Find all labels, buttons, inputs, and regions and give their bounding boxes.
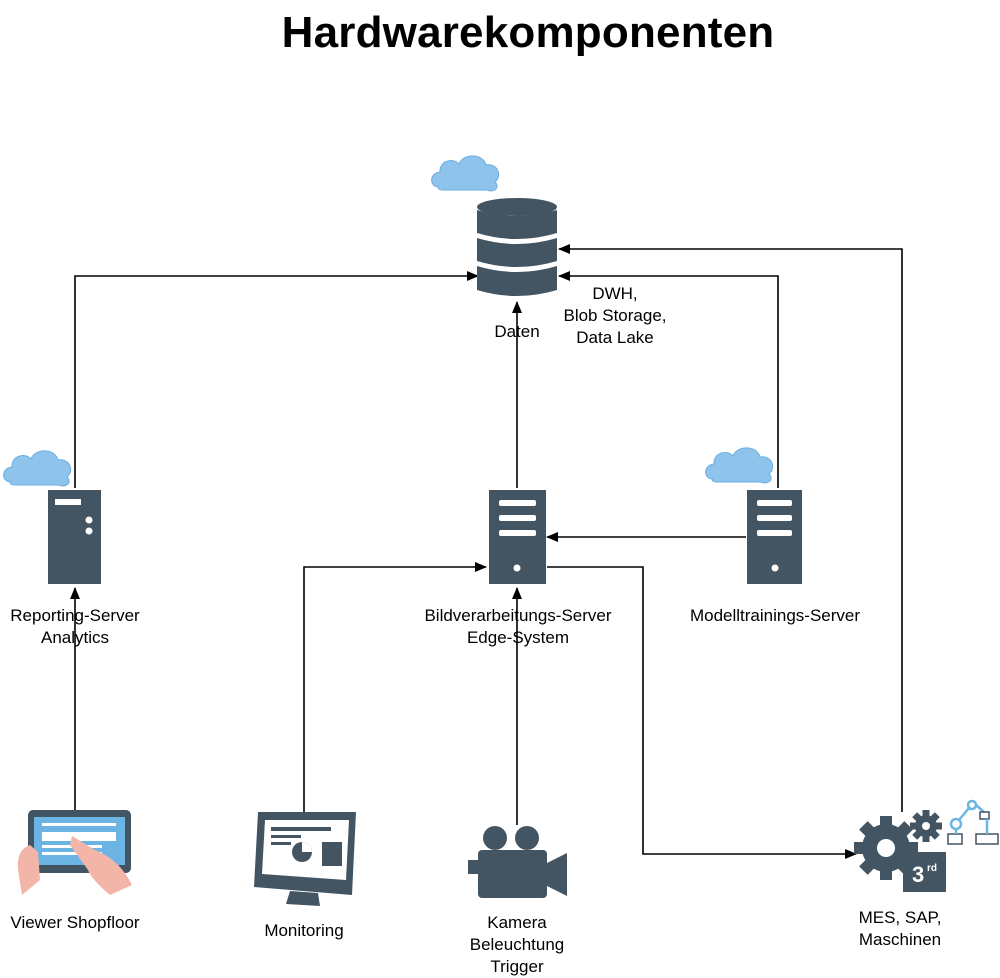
label-line-1: Bildverarbeitungs-Server [424,606,612,625]
badge-number: 3 [912,862,924,887]
label-line-2: Maschinen [858,930,942,949]
label-monitoring: Monitoring [244,920,364,942]
label-line-1: Modelltrainings-Server [689,606,861,625]
label-line-1: Monitoring [264,921,344,940]
label-viewer-shopfloor: Viewer Shopfloor [0,912,150,934]
note-line-3: Data Lake [576,328,654,347]
note-line-1: DWH, [592,284,638,303]
label-kamera: Kamera Beleuchtung Trigger [452,912,582,978]
label-line-2: Edge-System [466,628,570,647]
modelltraining-server-icon [705,447,802,584]
tablet-icon [17,810,132,895]
bildverarbeitung-server-icon [489,490,546,584]
label-line-1: Kamera [487,913,547,932]
third-party-badge: 3 rd [903,852,946,892]
label-line-3: Trigger [490,957,544,976]
robot-arm-icon [947,799,999,845]
label-line-1: Reporting-Server [10,606,140,625]
connectors [70,244,903,859]
label-line-1: Viewer Shopfloor [10,913,140,932]
edge-modelltraining-to-daten [558,271,779,488]
database-icon [431,155,557,296]
monitor-icon [254,812,356,906]
label-bildverarbeitung-server: Bildverarbeitungs-Server Edge-System [407,605,629,649]
note-line-2: Blob Storage, [563,306,667,325]
label-line-2: Analytics [40,628,110,647]
badge-superscript: rd [927,863,937,874]
edge-reporting-to-daten [74,271,479,488]
label-daten-note: DWH, Blob Storage, Data Lake [550,283,680,349]
label-line-2: Beleuchtung [469,935,565,954]
label-reporting-server: Reporting-Server Analytics [0,605,150,649]
label-modelltraining-server: Modelltrainings-Server [670,605,880,627]
label-mes-sap-maschinen: MES, SAP, Maschinen [840,907,960,951]
gears-icon [854,810,942,880]
camera-icon [468,826,567,898]
edge-monitoring-to-bildverarbeitung [303,562,487,812]
edge-bildverarbeitung-to-mes [547,566,857,859]
label-daten: Daten [494,322,540,341]
reporting-server-icon [3,450,101,584]
edge-mes-to-daten [558,244,903,812]
label-line-1: MES, SAP, [858,908,942,927]
diagram-title: Hardwarekomponenten [281,8,775,57]
